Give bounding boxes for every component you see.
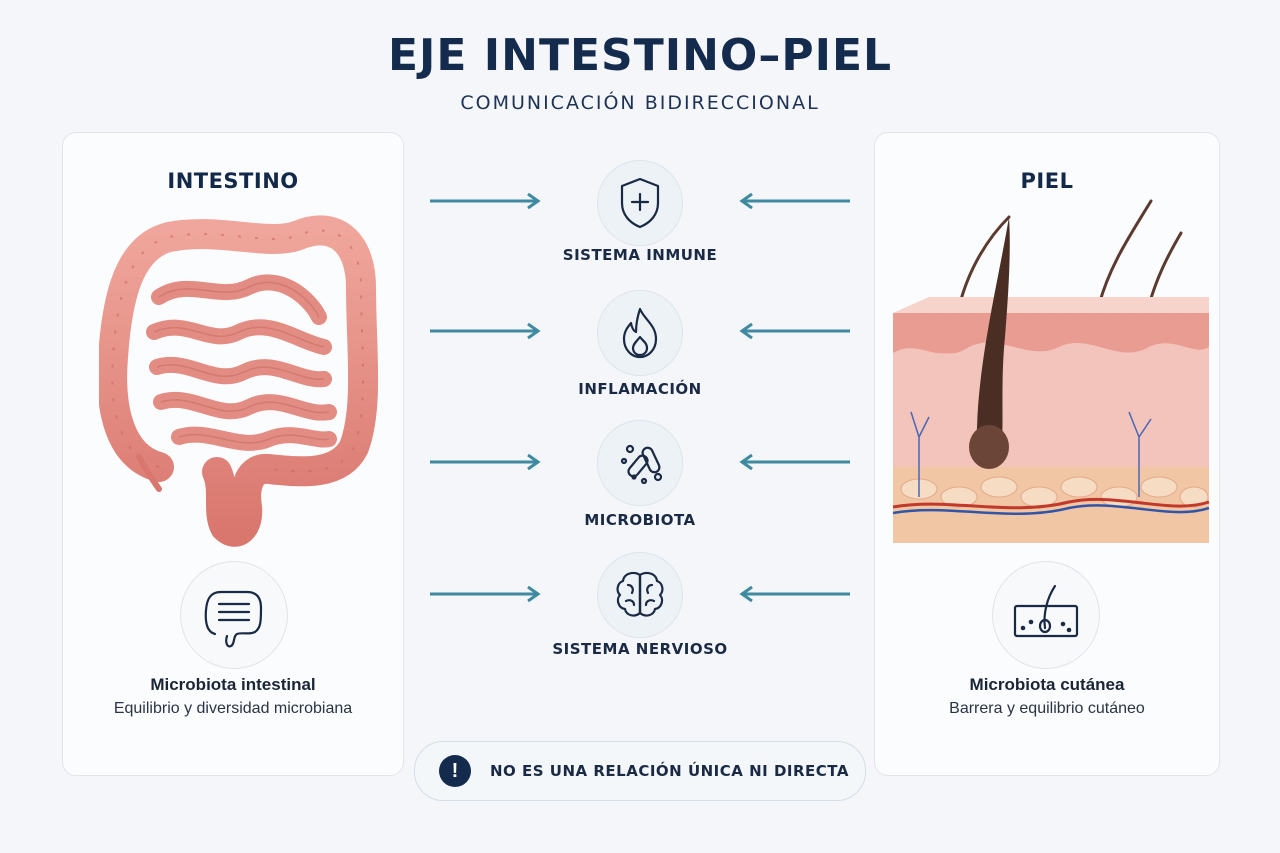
arrow-left-to-nervous-system — [430, 585, 541, 603]
bacteria-icon — [620, 444, 663, 485]
shield-plus-icon-badge — [597, 160, 683, 246]
intestine-icon-badge — [180, 561, 288, 669]
intestine-panel-title: INTESTINO — [167, 169, 299, 193]
flame-icon-badge — [597, 290, 683, 376]
arrow-right-to-nervous-system — [739, 585, 850, 603]
intestine-icon — [204, 590, 263, 648]
hair-follicle-icon-badge — [992, 561, 1100, 669]
disclaimer-text: NO ES UNA RELACIÓN ÚNICA NI DIRECTA — [490, 762, 849, 780]
center-item-label: SISTEMA INMUNE — [562, 246, 718, 264]
intestine-microbiota-description: Equilibrio y diversidad microbiana — [113, 700, 353, 717]
center-item-label: SISTEMA NERVIOSO — [552, 640, 728, 658]
bacteria-icon-badge — [597, 420, 683, 506]
hair-follicle-icon — [1013, 584, 1079, 638]
shield-plus-icon — [620, 177, 660, 229]
center-item-label: INFLAMACIÓN — [578, 380, 702, 398]
disclaimer-note: ! NO ES UNA RELACIÓN ÚNICA NI DIRECTA — [414, 741, 866, 801]
intestine-panel: INTESTINO — [62, 132, 404, 776]
arrow-left-to-immune — [430, 192, 541, 210]
page-title: EJE INTESTINO–PIEL — [387, 30, 893, 81]
arrow-left-to-microbiota — [430, 453, 541, 471]
skin-microbiota-heading: Microbiota cutánea — [969, 675, 1125, 694]
skin-panel: PIEL — [874, 132, 1220, 776]
arrow-right-to-inflammation — [739, 322, 850, 340]
arrow-right-to-immune — [739, 192, 850, 210]
page-subtitle: COMUNICACIÓN BIDIRECCIONAL — [460, 92, 820, 114]
intestine-illustration — [99, 215, 379, 547]
brain-icon-badge — [597, 552, 683, 638]
skin-panel-title: PIEL — [1020, 169, 1074, 193]
arrow-left-to-inflammation — [430, 322, 541, 340]
exclamation-icon: ! — [439, 755, 471, 787]
skin-microbiota-description: Barrera y equilibrio cutáneo — [949, 700, 1145, 717]
skin-cross-section-illustration — [892, 199, 1210, 543]
center-item-label: MICROBIOTA — [584, 511, 696, 529]
intestine-microbiota-heading: Microbiota intestinal — [150, 675, 316, 694]
brain-icon — [616, 571, 664, 617]
arrow-right-to-microbiota — [739, 453, 850, 471]
flame-icon — [622, 307, 658, 359]
